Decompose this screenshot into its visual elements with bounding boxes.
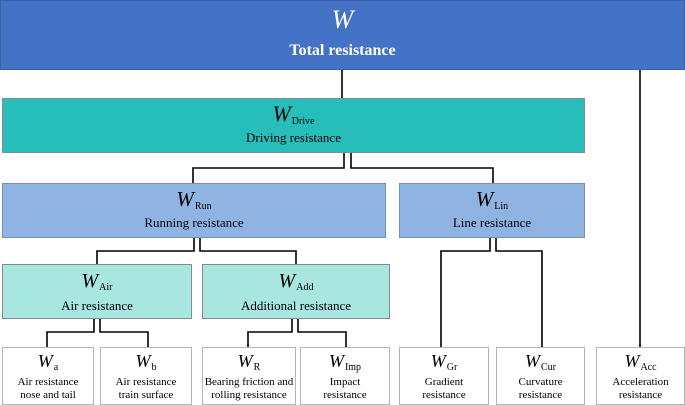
total-resistance-node: W Total resistance: [0, 0, 685, 70]
node-symbol: WDrive: [272, 101, 315, 127]
node-symbol: Wa: [37, 351, 59, 373]
node-symbol: WCur: [525, 351, 556, 373]
node-symbol: WRun: [176, 187, 212, 212]
node-label: Line resistance: [452, 215, 532, 230]
air-resistance-node: WAir Air resistance: [2, 264, 192, 319]
running-resistance-node: WRun Running resistance: [2, 183, 386, 238]
connector-lin-cur: [495, 238, 543, 347]
connector-run-air: [96, 238, 195, 264]
connector-drive-run: [192, 153, 345, 183]
node-symbol: WLin: [475, 187, 509, 212]
node-label: Air resistance: [61, 298, 133, 313]
connector-air-wa: [46, 319, 95, 347]
node-label: Total resistance: [289, 42, 396, 59]
node-symbol: WAcc: [624, 351, 657, 373]
node-symbol: WAdd: [278, 270, 314, 293]
node-symbol: W: [331, 5, 354, 34]
connector-add-wr: [247, 319, 293, 347]
node-symbol: Wb: [135, 351, 157, 373]
node-label: Additional resistance: [240, 298, 352, 313]
connector-run-add: [199, 238, 297, 264]
additional-resistance-node: WAdd Additional resistance: [202, 264, 390, 319]
node-symbol: WImp: [328, 351, 362, 373]
node-label: Driving resistance: [246, 130, 341, 145]
node-symbol: WAir: [81, 270, 113, 293]
connector-drive-lin: [350, 153, 494, 183]
node-symbol: WGr: [430, 351, 458, 373]
connector-lin-gr: [440, 238, 491, 347]
connector-air-wb: [99, 319, 149, 347]
node-label: Running resistance: [144, 215, 244, 230]
driving-resistance-node: WDrive Driving resistance: [2, 98, 585, 153]
node-symbol: WR: [237, 351, 261, 373]
line-resistance-node: WLin Line resistance: [399, 183, 585, 238]
connector-add-wimp: [297, 319, 347, 347]
